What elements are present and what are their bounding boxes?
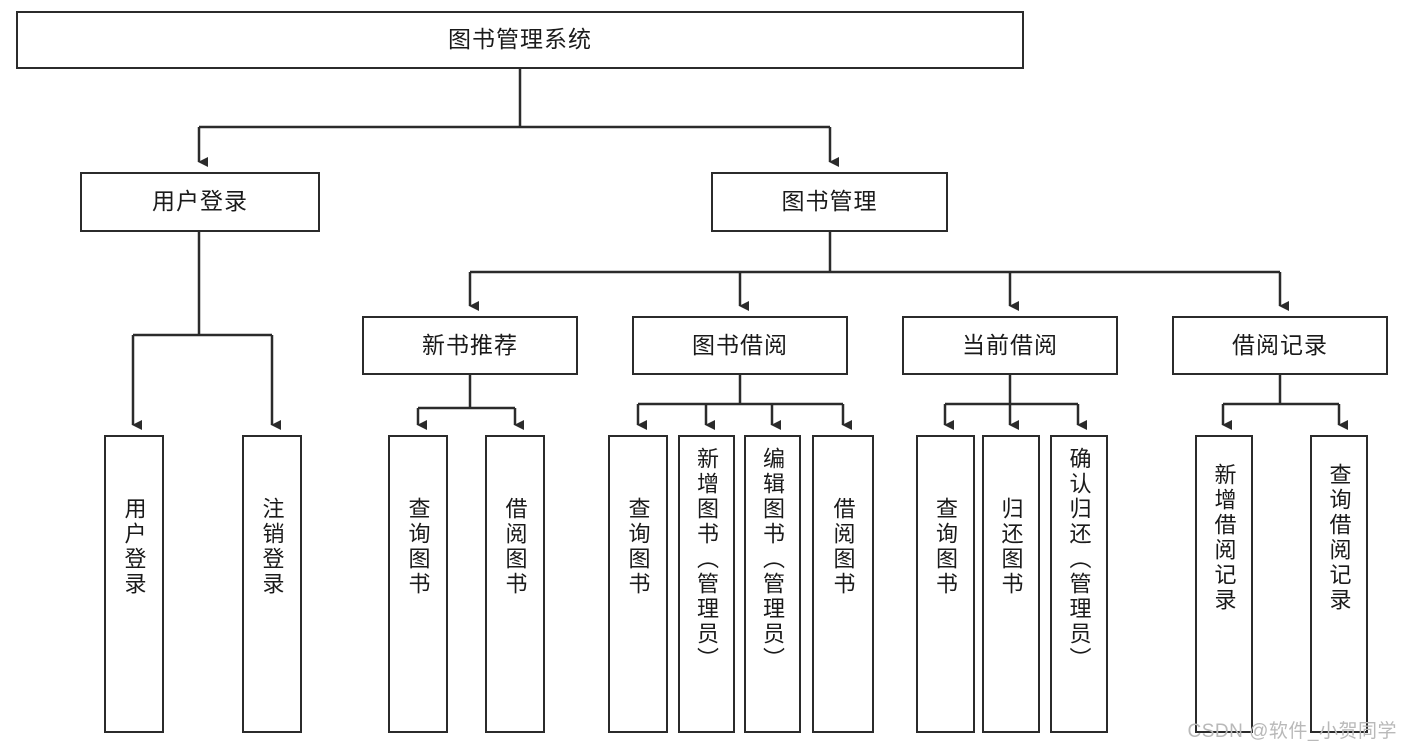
node-label: 图书借阅	[692, 331, 788, 358]
leaf-borrow-record-query[interactable]: 查询借阅记录	[1310, 435, 1368, 733]
node-label: 查询借阅记录	[1326, 463, 1352, 613]
node-label: 查询图书	[405, 497, 431, 597]
node-new-book-recommend[interactable]: 新书推荐	[362, 316, 578, 375]
node-label: 借阅图书	[830, 497, 856, 597]
leaf-book-borrow-query[interactable]: 查询图书	[608, 435, 668, 733]
node-label: 图书管理系统	[448, 26, 592, 53]
node-book-management[interactable]: 图书管理	[711, 172, 948, 232]
node-label: 新书推荐	[422, 331, 518, 358]
node-label: 借阅图书	[502, 497, 528, 597]
node-label: 编辑图书（管理员）	[760, 447, 786, 672]
node-label: 注销登录	[259, 497, 285, 597]
leaf-book-borrow-add[interactable]: 新增图书（管理员）	[678, 435, 735, 733]
leaf-borrow-record-add[interactable]: 新增借阅记录	[1195, 435, 1253, 733]
leaf-user-login-login[interactable]: 用户登录	[104, 435, 164, 733]
leaf-current-borrow-query[interactable]: 查询图书	[916, 435, 975, 733]
leaf-new-book-borrow[interactable]: 借阅图书	[485, 435, 545, 733]
node-root-system[interactable]: 图书管理系统	[16, 11, 1024, 69]
leaf-current-borrow-confirm-return[interactable]: 确认归还（管理员）	[1050, 435, 1108, 733]
node-label: 归还图书	[998, 497, 1024, 597]
node-user-login[interactable]: 用户登录	[80, 172, 320, 232]
leaf-book-borrow-edit[interactable]: 编辑图书（管理员）	[744, 435, 801, 733]
node-borrow-record[interactable]: 借阅记录	[1172, 316, 1388, 375]
node-label: 查询图书	[625, 497, 651, 597]
node-label: 当前借阅	[962, 331, 1058, 358]
csdn-watermark: CSDN @软件_小贺同学	[1187, 721, 1397, 742]
node-book-borrow[interactable]: 图书借阅	[632, 316, 848, 375]
node-label: 用户登录	[152, 188, 248, 215]
node-label: 新增图书（管理员）	[694, 447, 720, 672]
node-label: 新增借阅记录	[1211, 463, 1237, 613]
node-label: 借阅记录	[1232, 331, 1328, 358]
leaf-user-login-logout[interactable]: 注销登录	[242, 435, 302, 733]
leaf-new-book-query[interactable]: 查询图书	[388, 435, 448, 733]
leaf-book-borrow-borrow[interactable]: 借阅图书	[812, 435, 874, 733]
node-label: 用户登录	[121, 497, 147, 597]
node-current-borrow[interactable]: 当前借阅	[902, 316, 1118, 375]
node-label: 图书管理	[781, 188, 878, 215]
node-label: 确认归还（管理员）	[1066, 447, 1092, 672]
node-label: 查询图书	[933, 497, 959, 597]
leaf-current-borrow-return[interactable]: 归还图书	[982, 435, 1040, 733]
